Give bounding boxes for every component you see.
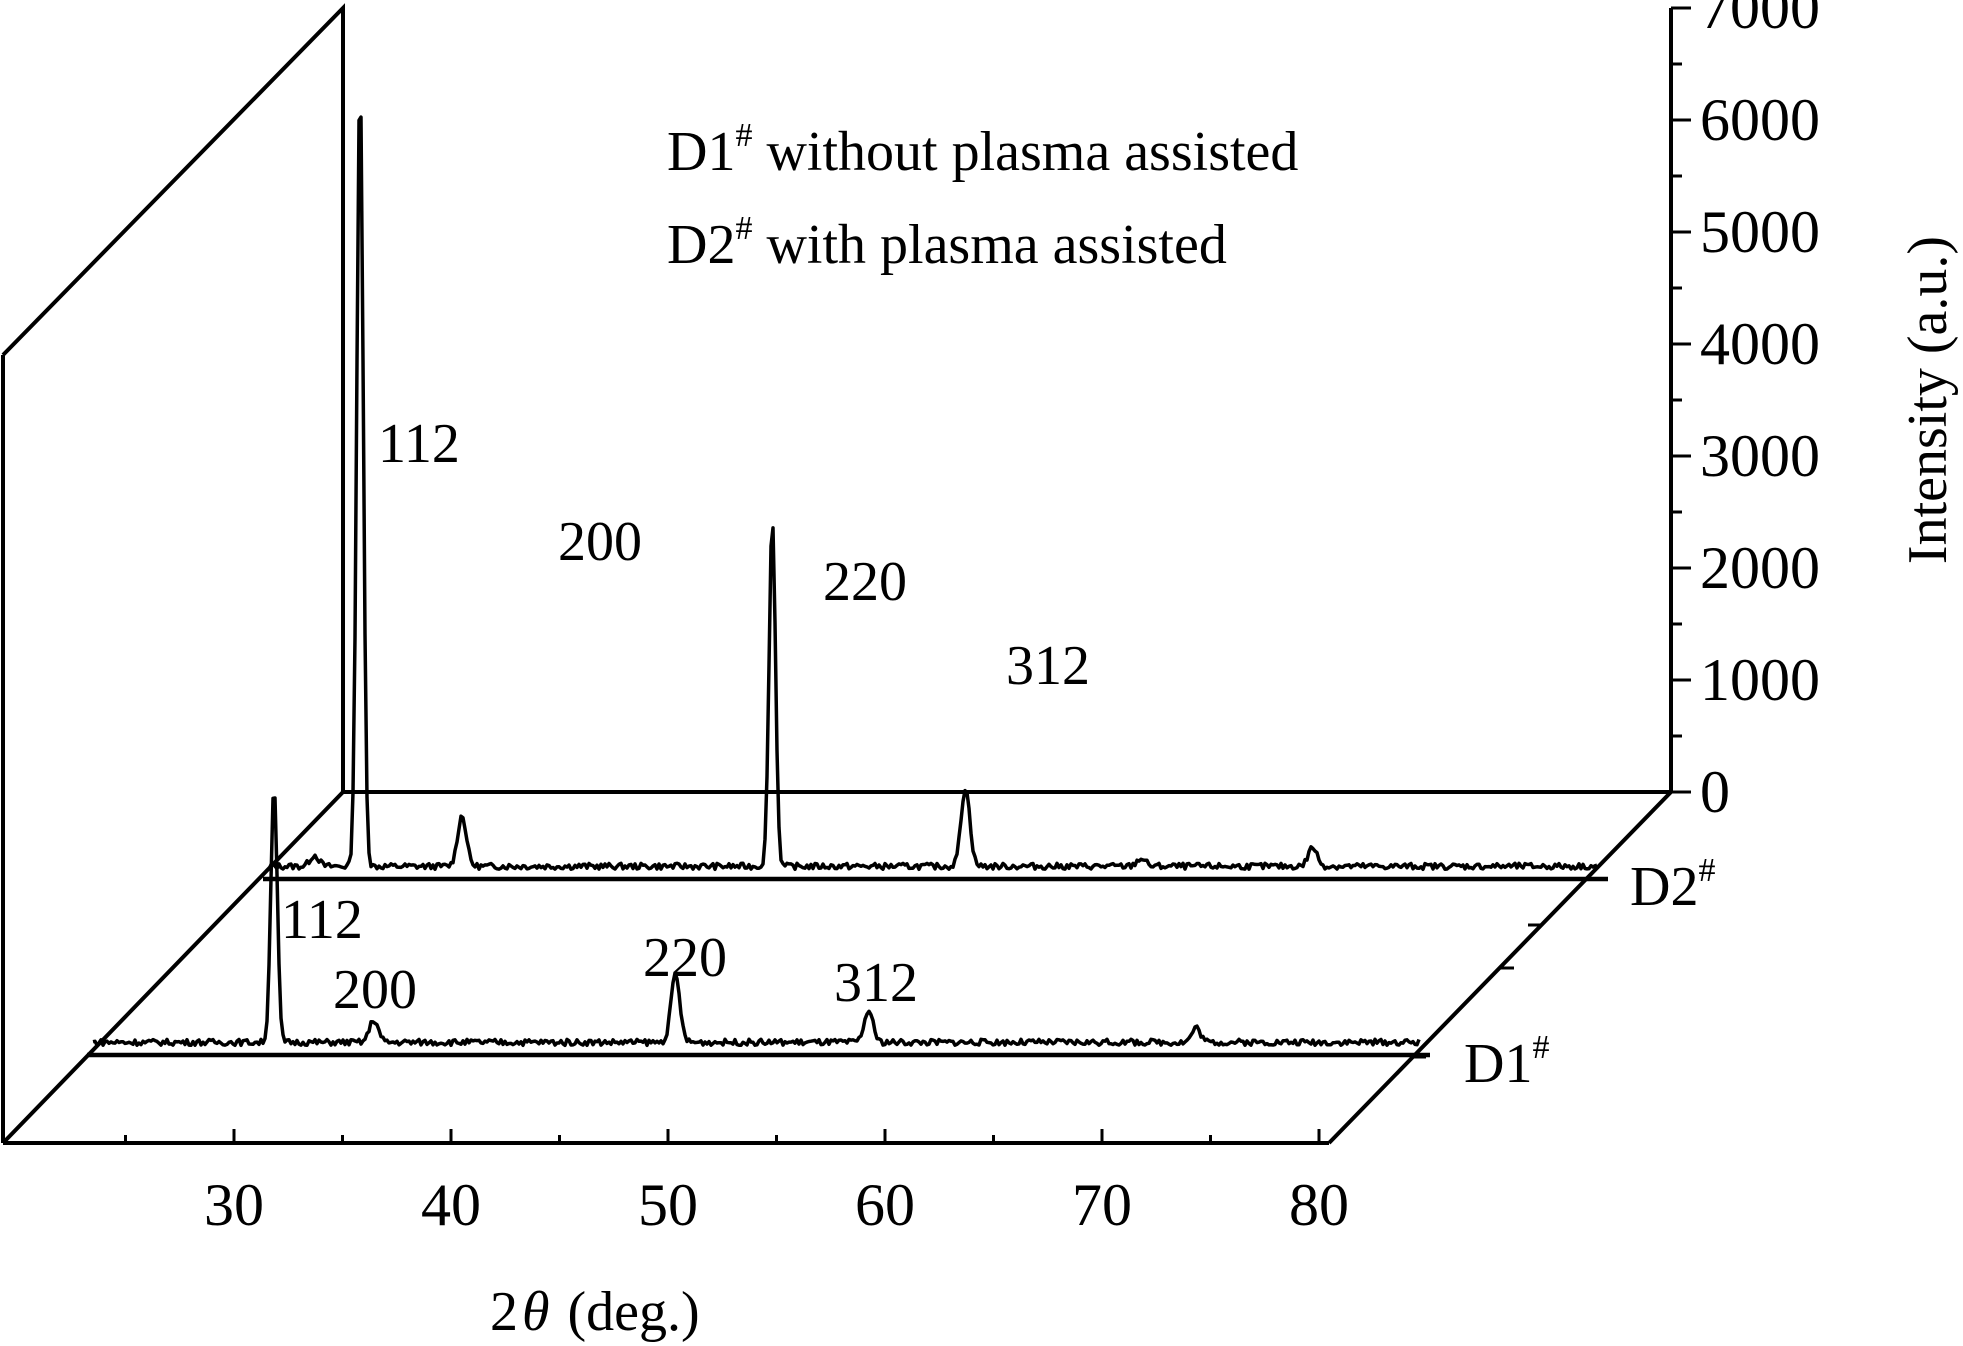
x-tick-label: 60 xyxy=(855,1172,915,1238)
legend: D1# without plasma assisted D2# with pla… xyxy=(667,117,1298,276)
legend-d2-text: with plasma assisted xyxy=(752,214,1226,276)
x-axis-title-unit: (deg.) xyxy=(568,1281,700,1343)
legend-entry-d2: D2# with plasma assisted xyxy=(667,210,1227,276)
floor-left-edge xyxy=(1,790,345,1145)
x-tick-label: 40 xyxy=(421,1172,481,1238)
y-tick-label: 3000 xyxy=(1700,423,1820,489)
legend-d2-sup: # xyxy=(735,210,752,247)
peak-label: 220 xyxy=(643,927,727,989)
y-tick-label: 2000 xyxy=(1700,535,1820,601)
y-tick-label: 6000 xyxy=(1700,87,1820,153)
y-tick-label: 5000 xyxy=(1700,199,1820,265)
y-axis: 0 1000 2000 3000 4000 5000 6000 7000 xyxy=(1671,0,1820,825)
series-trace xyxy=(92,796,1421,1048)
legend-d2-base: D2 xyxy=(667,214,735,276)
y-tick-label: 7000 xyxy=(1700,0,1820,41)
peak-label: 200 xyxy=(558,511,642,573)
legend-d1-text: without plasma assisted xyxy=(752,121,1298,183)
x-tick-label: 80 xyxy=(1289,1172,1349,1238)
x-axis-title: 2θ (deg.) xyxy=(490,1281,700,1343)
peak-label: 312 xyxy=(1006,635,1090,697)
x-axis: 30 40 50 60 70 80 xyxy=(124,923,1542,1238)
back-wall-frame xyxy=(1,3,345,792)
peak-label: 112 xyxy=(281,889,363,951)
x-tick-label: 30 xyxy=(204,1172,264,1238)
series-trace xyxy=(268,115,1598,872)
y-tick-label: 4000 xyxy=(1700,311,1820,377)
legend-d1-base: D1 xyxy=(667,121,735,183)
y-axis-title: Intensity (a.u.) xyxy=(1897,236,1959,564)
peak-label: 220 xyxy=(823,551,907,613)
legend-entry-d1: D1# without plasma assisted xyxy=(667,117,1298,183)
x-axis-title-prefix: 2 xyxy=(490,1281,518,1343)
x-tick-label: 50 xyxy=(638,1172,698,1238)
x-axis-title-symbol: θ xyxy=(522,1281,550,1343)
peak-label: 312 xyxy=(834,952,918,1014)
series-label: D2# xyxy=(1630,852,1715,918)
series-label: D1# xyxy=(1464,1029,1549,1095)
y-tick-label: 1000 xyxy=(1700,647,1820,713)
peak-label: 112 xyxy=(378,413,460,475)
x-tick-label: 70 xyxy=(1072,1172,1132,1238)
y-tick-label: 0 xyxy=(1700,759,1730,825)
peak-label: 200 xyxy=(333,959,417,1021)
legend-d1-sup: # xyxy=(735,117,752,154)
